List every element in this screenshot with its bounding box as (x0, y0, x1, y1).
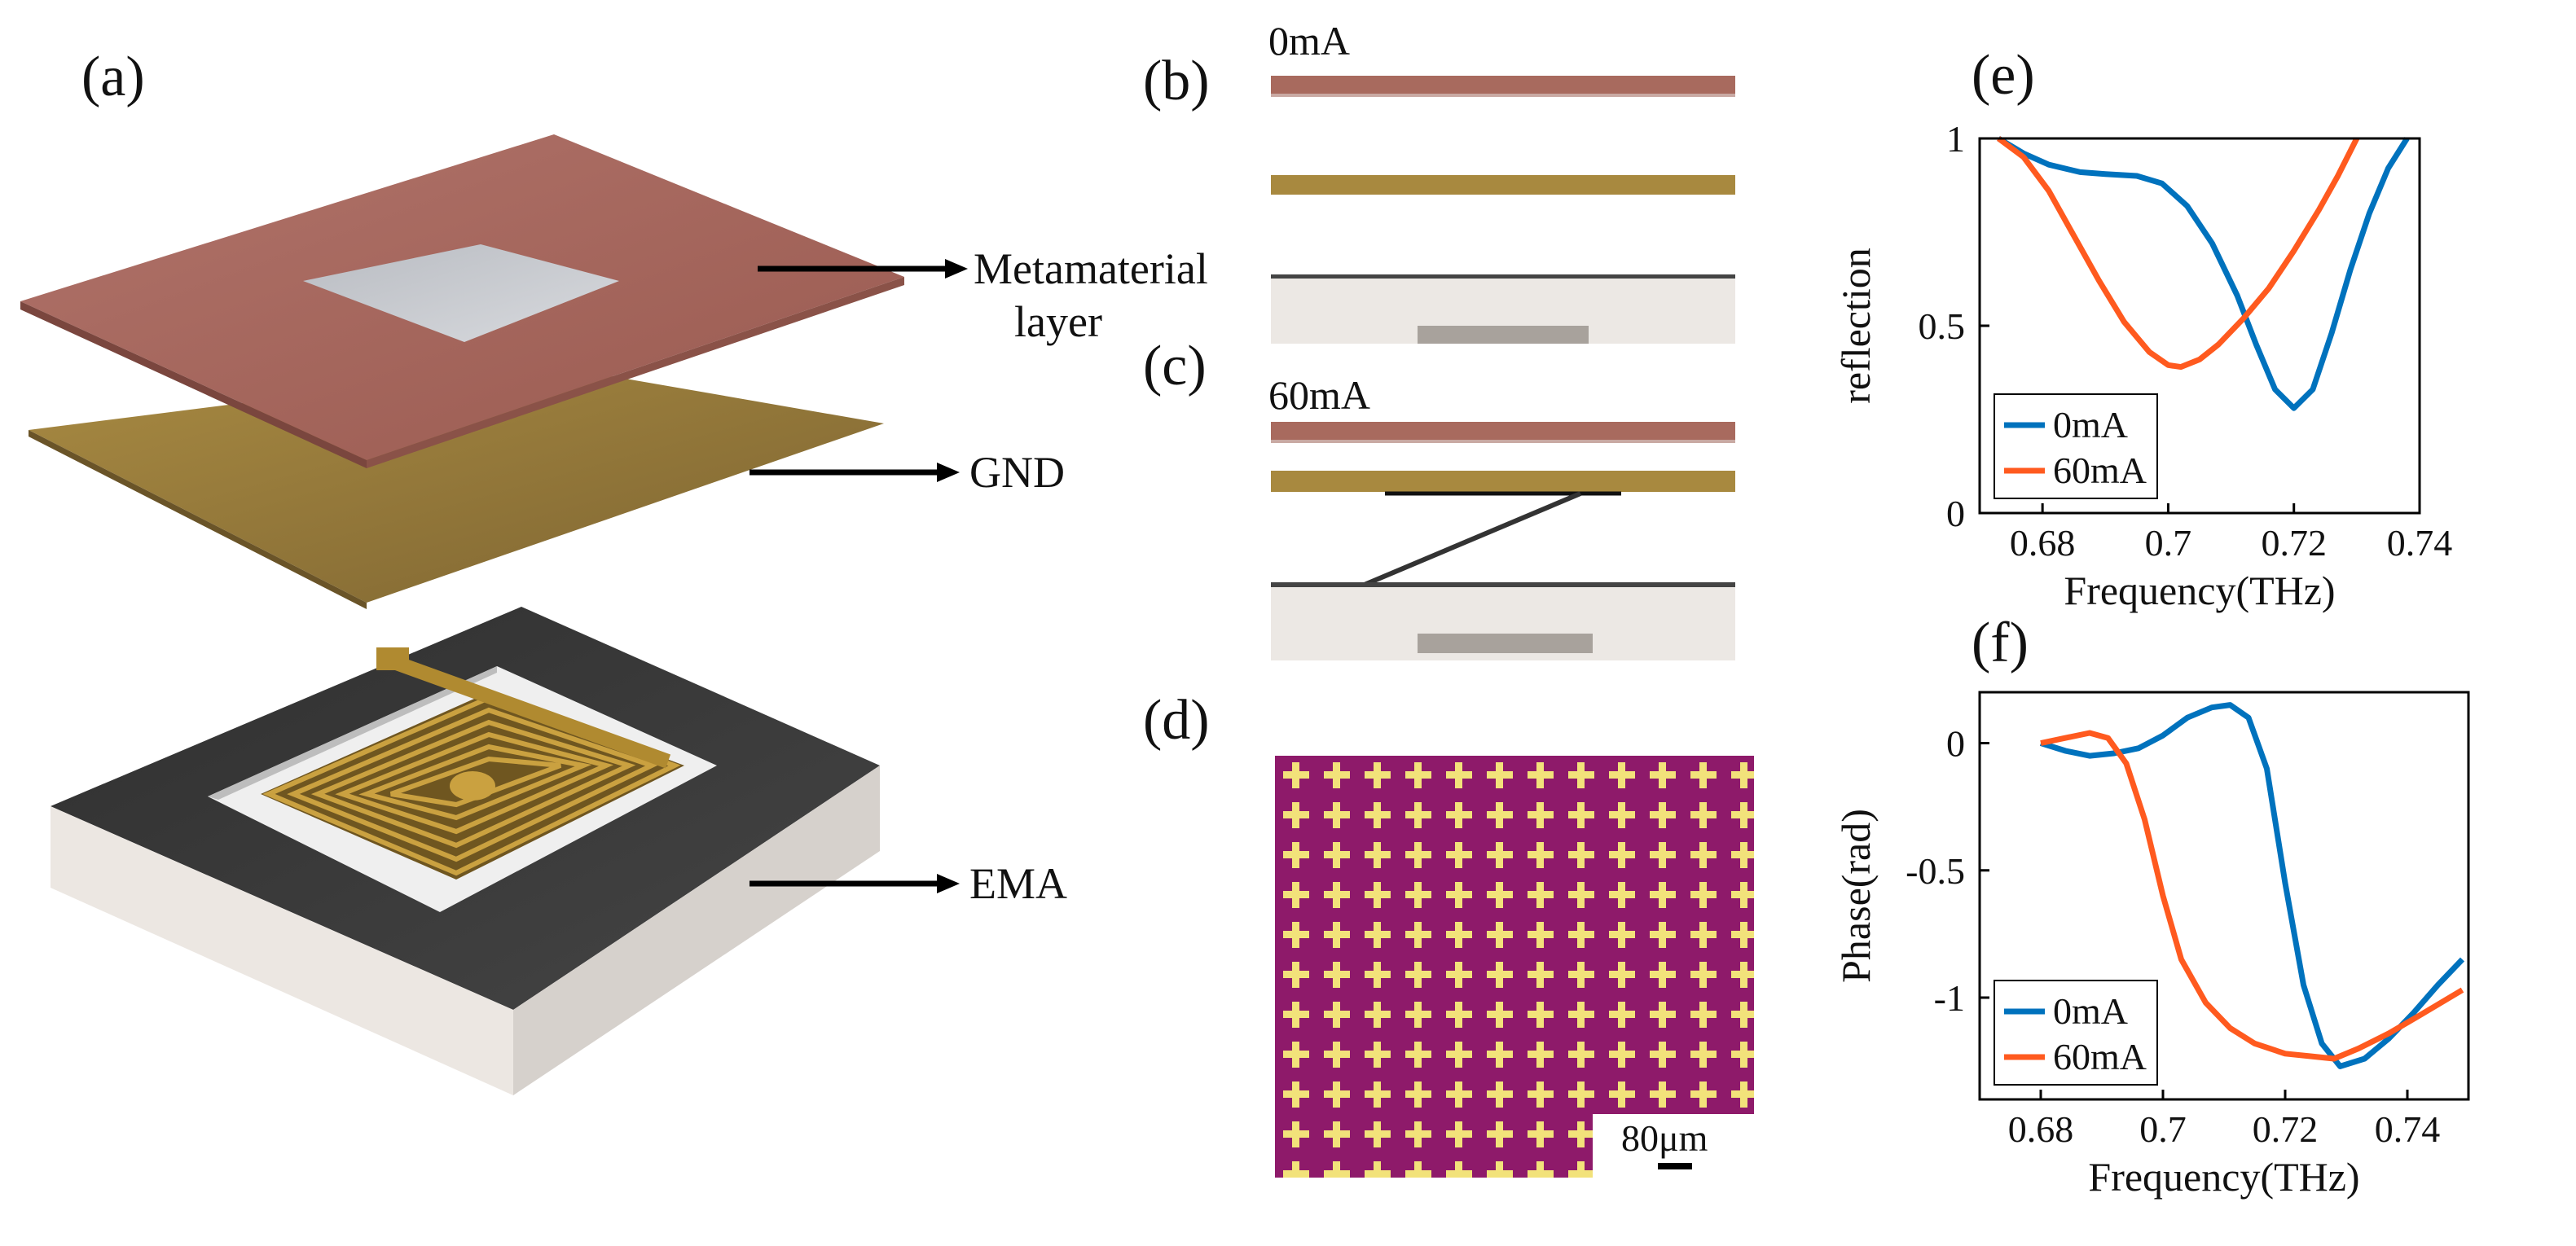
current-label-60mA: 60mA (1268, 372, 1370, 418)
x-tick-label: 0.7 (2145, 522, 2192, 564)
x-tick-label: 0.68 (2008, 1108, 2074, 1150)
metamaterial-label: Metamaterial (974, 244, 1208, 293)
y-tick-label: -0.5 (1906, 850, 1965, 892)
x-tick-label: 0.68 (2010, 522, 2076, 564)
panel-label-d: (d) (1143, 689, 1210, 752)
x-tick-label: 0.74 (2387, 522, 2453, 564)
series-line-60mA (2040, 730, 2464, 1062)
legend-entry-60mA: 60mA (2053, 450, 2147, 491)
legend-entry-0mA: 0mA (2053, 404, 2128, 445)
legend-entry-60mA: 60mA (2053, 1036, 2147, 1077)
cross-section-60mA (1271, 422, 1735, 660)
y-axis-label: Phase(rad) (1833, 809, 1879, 983)
gnd-label: GND (969, 448, 1065, 497)
y-tick-label: -1 (1934, 977, 1965, 1019)
panel-label-c: (c) (1143, 335, 1207, 397)
panel-label-f: (f) (1972, 612, 2029, 674)
legend-box (1994, 980, 2158, 1086)
coil-contact-pad (376, 647, 409, 670)
current-label-0mA: 0mA (1268, 18, 1350, 64)
metamaterial-plate (20, 134, 904, 468)
panel-label-a: (a) (81, 46, 145, 108)
y-tick-label: 0 (1946, 723, 1965, 765)
plot-frame (1978, 691, 2470, 1101)
y-tick-label: 0 (1946, 493, 1965, 534)
x-axis-label: Frequency(THz) (2064, 568, 2335, 613)
series-line-60mA (1997, 136, 2360, 371)
ema-block (51, 607, 880, 1095)
layer-arrows (750, 259, 968, 893)
cross-section-0mA (1271, 76, 1735, 344)
x-tick-label: 0.7 (2139, 1108, 2187, 1150)
coil-center-pad (450, 771, 495, 801)
y-axis-label: reflection (1833, 248, 1879, 404)
legend-entry-0mA: 0mA (2053, 990, 2128, 1032)
panel-label-b: (b) (1143, 50, 1210, 112)
x-tick-label: 0.72 (2253, 1108, 2319, 1150)
gnd-plate (29, 365, 884, 609)
x-tick-label: 0.72 (2261, 522, 2327, 564)
series-line-0mA (1997, 135, 2410, 411)
metamaterial-label-line2: layer (1014, 297, 1102, 346)
micrograph-image (1275, 756, 1754, 1178)
exploded-layer-illustration (20, 134, 968, 1095)
legend-box (1994, 393, 2158, 499)
y-tick-label: 0.5 (1919, 305, 1966, 347)
scale-bar-label: 80μm (1621, 1117, 1708, 1159)
panel-label-e: (e) (1972, 44, 2035, 107)
ema-label: EMA (969, 859, 1067, 908)
x-tick-label: 0.74 (2375, 1108, 2441, 1150)
x-axis-label: Frequency(THz) (2088, 1154, 2359, 1200)
y-tick-label: 1 (1946, 118, 1965, 160)
planar-coil (262, 651, 681, 876)
